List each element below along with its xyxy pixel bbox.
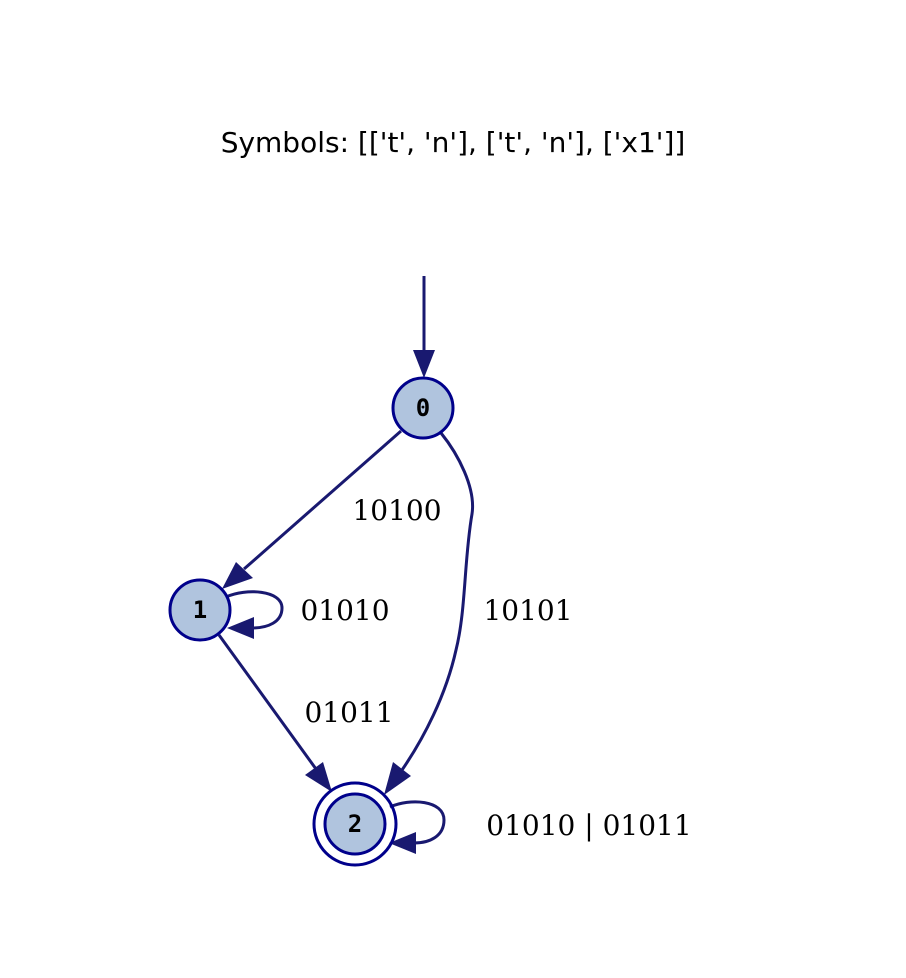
edge-1-to-2: 01011	[217, 634, 394, 792]
diagram-title: Symbols: [['t', 'n'], ['t', 'n'], ['x1']…	[221, 126, 686, 159]
edge-label-1-self: 01010	[300, 594, 389, 627]
edge-1-self-loop: 01010	[225, 590, 390, 639]
state-label-2: 2	[348, 810, 362, 838]
state-label-0: 0	[416, 394, 430, 422]
edge-label-1-to-2: 01011	[304, 696, 393, 729]
state-label-1: 1	[193, 596, 207, 624]
edge-0-to-2: 10101	[384, 432, 573, 795]
edge-label-2-self: 01010 | 01011	[486, 809, 691, 842]
state-node-2-accepting[interactable]: 2	[312, 781, 398, 867]
edge-label-0-to-2: 10101	[483, 594, 572, 627]
edge-label-0-to-1: 10100	[352, 494, 441, 527]
state-node-0[interactable]: 0	[391, 376, 455, 440]
edge-2-self-loop: 01010 | 01011	[389, 800, 692, 854]
state-node-1[interactable]: 1	[168, 578, 232, 642]
initial-arrow	[413, 276, 435, 378]
edge-0-to-1: 10100	[222, 429, 442, 589]
